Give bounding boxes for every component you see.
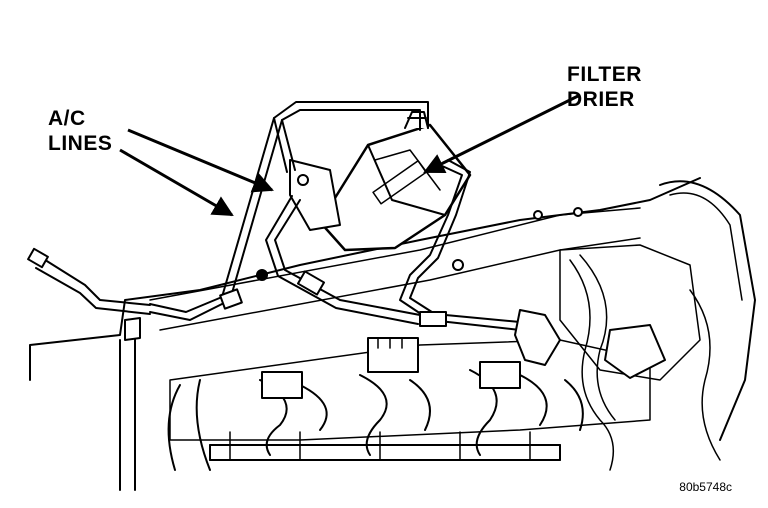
drier-bracket — [289, 159, 341, 231]
fuel-rail — [209, 431, 561, 461]
ac-lines-arrow-2 — [127, 128, 274, 193]
filter-drier-label-line1: FILTER — [567, 63, 642, 86]
coil-pack-1 — [261, 371, 303, 399]
filter-drier-canister — [318, 111, 472, 252]
filter-drier-arrow — [423, 93, 581, 174]
ac-lines-label: A/C LINES — [48, 106, 112, 156]
filter-drier-label: FILTER DRIER — [567, 62, 642, 112]
callout-leaders — [119, 93, 581, 217]
left-hose — [41, 257, 151, 306]
strut-tower — [659, 180, 756, 441]
ac-lines-label-line1: A/C — [48, 107, 86, 130]
coil-pack-2 — [367, 337, 419, 373]
ac-lines-label-line2: LINES — [48, 132, 113, 155]
ac-line-suction — [265, 195, 421, 325]
figure-reference-code: 80b5748c — [679, 480, 732, 494]
wiring-harness — [569, 259, 615, 471]
cowl-edge — [149, 207, 641, 301]
filter-drier-label-line2: DRIER — [567, 88, 635, 111]
coil-pack-3 — [479, 361, 521, 389]
cowl-edge-lower — [159, 237, 641, 331]
left-post — [119, 334, 136, 491]
right-bracket — [559, 244, 701, 381]
intake-manifold — [169, 339, 651, 441]
ac-line-lower — [149, 101, 429, 321]
connector-block — [604, 324, 666, 379]
ac-lines-arrow-1 — [119, 148, 234, 217]
fender-outline — [29, 177, 701, 381]
